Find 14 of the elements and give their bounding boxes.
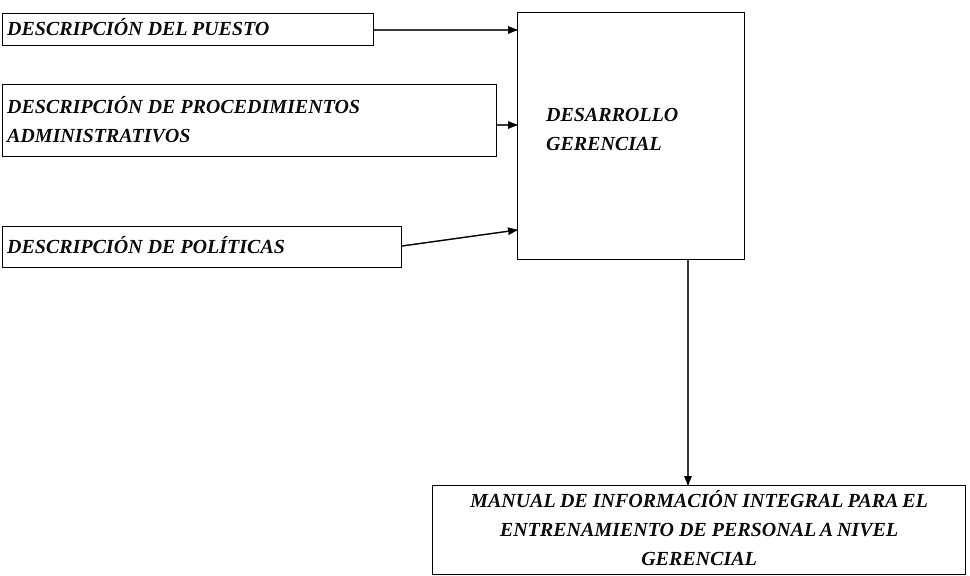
box-label: DESCRIPCIÓN DE PROCEDIMIENTOS ADMINISTRATIVOS bbox=[7, 94, 362, 149]
process-box bbox=[432, 485, 966, 575]
process-box bbox=[517, 12, 745, 260]
arrow bbox=[684, 260, 692, 486]
process-box bbox=[2, 226, 402, 268]
process-box bbox=[2, 84, 497, 157]
box-label: DESCRIPCIÓN DE POLÍTICAS bbox=[7, 234, 285, 260]
box-label: DESCRIPCIÓN DEL PUESTO bbox=[7, 16, 270, 42]
arrow bbox=[402, 227, 518, 247]
arrow bbox=[497, 121, 518, 129]
arrow bbox=[374, 26, 518, 34]
box-label: MANUAL DE INFORMACIÓN INTEGRAL PARA EL ENTRENAMIENTO DE PERSONAL A NIVEL GERENCIAL bbox=[468, 488, 929, 572]
process-box bbox=[2, 13, 374, 46]
box-label: DESARROLLO GERENCIAL bbox=[546, 103, 680, 157]
